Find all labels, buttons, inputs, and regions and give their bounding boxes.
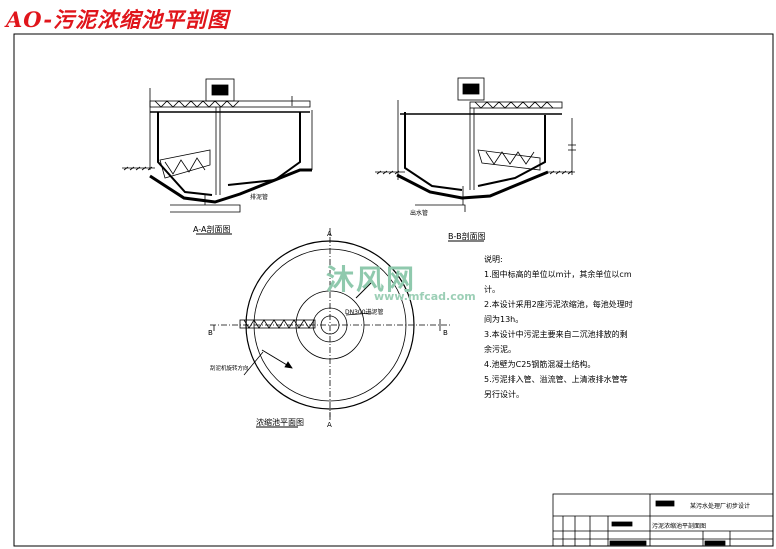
watermark: 沐风网 www.mfcad.com (326, 258, 476, 303)
plan-view-title: 浓缩池平面图 (256, 417, 304, 427)
watermark-url: www.mfcad.com (374, 290, 476, 303)
title-block-drawing: 污泥浓缩池平剖面图 (652, 522, 706, 530)
section-bb-drawing (375, 77, 576, 212)
label-outlet-pipe: 出水管 (410, 209, 428, 217)
note-item: 1.图中标高的单位以m计，其余单位以cm计。 (484, 270, 632, 294)
label-center-pipe: DN300进泥管 (345, 308, 384, 316)
design-notes: 说明: 1.图中标高的单位以m计，其余单位以cm计。 2.本设计采用2座污泥浓缩… (484, 252, 634, 402)
label-sludge-pipe: 排泥管 (250, 193, 268, 201)
note-item: 3.本设计中污泥主要来自二沉池排放的剩余污泥。 (484, 330, 628, 354)
note-item: 4.池壁为C25钢筋混凝土结构。 (484, 360, 596, 369)
drawing-border (13, 33, 774, 547)
section-aa-title: A-A剖面图 (193, 224, 230, 234)
section-aa-drawing (122, 78, 313, 213)
notes-heading: 说明: (484, 255, 503, 264)
label-flow-direction: 刮泥机旋转方向 (210, 364, 249, 372)
section-marker-left: B (208, 329, 213, 337)
watermark-text: 沐风网 (326, 263, 417, 296)
section-marker-bottom: A (327, 421, 332, 429)
section-marker-right: B (443, 329, 448, 337)
title-block-frame (552, 493, 774, 547)
title-block-project: 某污水处理厂初步设计 (690, 502, 750, 510)
page-title: AO-污泥浓缩池平剖图 (6, 7, 230, 32)
note-item: 2.本设计采用2座污泥浓缩池，每池处理时间为13h。 (484, 300, 633, 324)
section-marker-top: A (327, 230, 332, 238)
section-bb-title: B-B剖面图 (448, 231, 486, 241)
plan-view-drawing (210, 228, 450, 420)
note-item: 5.污泥排入管、溢流管、上清液排水管等另行设计。 (484, 375, 628, 399)
